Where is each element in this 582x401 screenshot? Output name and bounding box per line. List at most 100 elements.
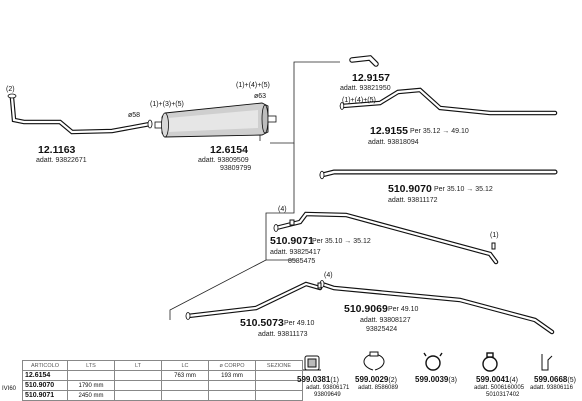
accessory-ref2-599-0041: 5010317402 xyxy=(486,392,520,398)
flange-clamp-icon xyxy=(363,351,385,371)
table-header: LTS xyxy=(67,360,115,371)
part-code-12-9157: 12.9157 xyxy=(352,72,390,84)
part-adatt2-12-6154: 93809799 xyxy=(220,165,252,172)
table-header: ø CORPO xyxy=(208,360,256,371)
accessory-code-599-0041: 599.0041(4) xyxy=(476,375,518,384)
pipe-510-9071[interactable] xyxy=(273,211,499,265)
accessory-ref2-599-0381: 93809649 xyxy=(314,392,341,398)
pipe-510-5073[interactable] xyxy=(185,281,323,320)
table-cell: 12.6154 xyxy=(22,370,68,381)
pipe-510-9070[interactable] xyxy=(319,169,558,180)
pipe-510-9071-qualifier: (4) xyxy=(278,206,287,213)
table-cell xyxy=(114,380,162,391)
part-period-510-5073: Per 49.10 xyxy=(284,320,315,327)
accessory-code-599-0029: 599.0029(2) xyxy=(355,375,397,384)
table-cell xyxy=(208,390,256,401)
part-code-510-9069: 510.9069 xyxy=(344,303,388,315)
table-row: 12.6154 763 mm 193 mm xyxy=(22,370,303,381)
part-adatt-12-9155: adatt. 93818094 xyxy=(368,139,419,146)
accessory-qty: (1) xyxy=(330,377,339,384)
front-pipe-12-1163[interactable] xyxy=(7,93,153,135)
dimensions-table: ARTICOLO LTS LT LC ø CORPO SEZIONE 12.61… xyxy=(22,360,303,401)
part-code-12-1163: 12.1163 xyxy=(38,144,76,156)
table-cell: 193 mm xyxy=(208,370,256,381)
accessory-code-599-0381: 599.0381(1) xyxy=(297,375,339,384)
accessory-ref-599-0029: adatt. 8586089 xyxy=(358,385,399,391)
table-cell xyxy=(208,380,256,391)
pipe-12-9155[interactable] xyxy=(339,87,558,116)
table-row: 510.9071 2450 mm xyxy=(22,390,303,401)
table-cell xyxy=(161,390,209,401)
part-code-12-9155: 12.9155 xyxy=(370,125,408,137)
connector-line xyxy=(270,61,340,144)
accessory-qty: (4) xyxy=(509,377,518,384)
accessory-code-text: 599.0041 xyxy=(476,375,510,384)
part-adatt2-510-9069: 93825424 xyxy=(366,326,398,333)
tailpipe-12-9157[interactable] xyxy=(349,55,379,67)
part-period-12-9155: Per 35.12 → 49.10 xyxy=(410,128,469,135)
connector-line xyxy=(169,143,295,320)
accessory-qty: (3) xyxy=(448,377,457,384)
table-row: 510.9070 1790 mm xyxy=(22,380,303,391)
table-cell xyxy=(114,370,162,381)
muffler-qualifier: (1)+(3)+(5) xyxy=(150,101,184,108)
table-cell: 2450 mm xyxy=(67,390,115,401)
part-adatt-510-9070: adatt. 93811172 xyxy=(388,197,438,204)
part-code-510-9071: 510.9071 xyxy=(270,235,314,247)
part-period-510-9069: Per 49.10 xyxy=(388,306,419,313)
table-header: LC xyxy=(161,360,209,371)
accessory-ref-599-0668: adatt. 93806116 xyxy=(530,385,573,391)
part-adatt-510-5073: adatt. 93811173 xyxy=(258,331,308,338)
part-period-510-9070: Per 35.10 → 35.12 xyxy=(434,186,493,193)
table-cell xyxy=(161,380,209,391)
diameter-label-58: ø58 xyxy=(128,112,141,119)
table-header: SEZIONE xyxy=(255,360,303,371)
accessory-ref-599-0041: adatt. 5006160005 xyxy=(474,385,525,391)
table-cell: 510.9070 xyxy=(22,380,68,391)
connector-lines xyxy=(169,61,340,320)
muffler-12-6154[interactable] xyxy=(154,102,277,138)
pipe-510-9069-qualifier: (4) xyxy=(324,272,333,279)
table-header: LT xyxy=(114,360,162,371)
accessory-code-text: 599.0039 xyxy=(415,375,449,384)
pipe-510-9071-qualifier-2: (1) xyxy=(490,232,499,239)
tailpipe-qualifier: (1)+(4)+(5) xyxy=(342,97,376,104)
table-cell xyxy=(114,390,162,401)
table-cell: 763 mm xyxy=(161,370,209,381)
part-code-510-9070: 510.9070 xyxy=(388,183,432,195)
part-adatt-12-6154: adatt. 93809509 xyxy=(198,157,249,164)
table-cell xyxy=(67,370,115,381)
accessory-code-text: 599.0381 xyxy=(297,375,331,384)
clamp-ring-icon xyxy=(482,352,498,372)
part-adatt-510-9071: adatt. 93825417 xyxy=(270,249,321,256)
part-adatt-12-1163: adatt. 93822671 xyxy=(36,157,87,164)
accessory-ref-599-0381: adatt. 93806171 xyxy=(306,385,350,391)
diameter-label-63: ø63 xyxy=(254,93,267,100)
part-adatt-510-9069: adatt. 93808127 xyxy=(360,317,411,324)
accessory-code-text: 599.0029 xyxy=(355,375,389,384)
part-period-510-9071: Per 35.10 → 35.12 xyxy=(312,238,371,245)
mounting-bracket-icon xyxy=(303,355,321,371)
table-cell xyxy=(255,370,303,381)
part-code-510-5073: 510.5073 xyxy=(240,317,284,329)
table-cell xyxy=(255,390,303,401)
clamp-markers xyxy=(289,219,496,289)
pipe-clamp-icon xyxy=(423,352,443,371)
part-code-12-6154: 12.6154 xyxy=(210,144,248,156)
table-header: ARTICOLO xyxy=(22,360,68,371)
table-side-label: IVI60 xyxy=(2,386,17,392)
accessory-code-599-0668: 599.0668(5) xyxy=(534,375,576,384)
table-cell: 510.9071 xyxy=(22,390,68,401)
table-cell xyxy=(255,380,303,391)
table-header-row: ARTICOLO LTS LT LC ø CORPO SEZIONE xyxy=(22,360,303,371)
accessory-code-text: 599.0668 xyxy=(534,375,568,384)
accessory-qty: (5) xyxy=(567,377,576,384)
accessory-qty: (2) xyxy=(388,377,397,384)
part-adatt2-510-9071: 8585475 xyxy=(288,258,316,265)
hanger-icon xyxy=(541,354,553,371)
table-cell: 1790 mm xyxy=(67,380,115,391)
part-adatt-12-9157: adatt. 93821950 xyxy=(340,85,391,92)
front-pipe-qualifier: (2) xyxy=(6,86,15,93)
muffler-qualifier-top: (1)+(4)+(5) xyxy=(236,82,270,89)
